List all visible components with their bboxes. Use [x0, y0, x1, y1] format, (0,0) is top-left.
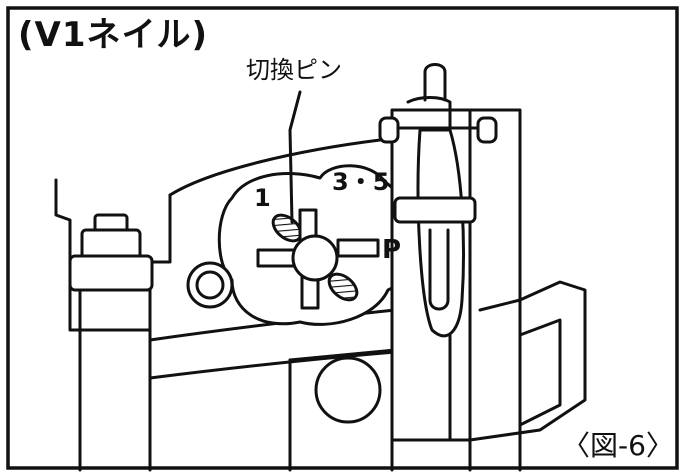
- lever-slot: [416, 128, 465, 338]
- right-wedge: [468, 280, 587, 442]
- dial-label-1: 1: [254, 184, 271, 212]
- figure-border: [6, 6, 679, 470]
- switch-pin-callout: 切換ピン: [246, 56, 342, 84]
- lever-handle: [423, 63, 447, 102]
- dial-label-p: P: [382, 235, 401, 265]
- lower-port: [314, 356, 382, 424]
- callout-leader: [288, 90, 302, 224]
- housing-top-edge: [168, 138, 382, 197]
- figure-number: 〈図-6〉: [562, 429, 674, 462]
- dial-hole-inner: [195, 270, 225, 300]
- lever-crossbar: [393, 196, 477, 224]
- switch-pin: [256, 208, 380, 310]
- left-bracket: [54, 178, 172, 332]
- left-bolt: [68, 213, 154, 292]
- diagram-title: (V1ネイル): [18, 15, 209, 55]
- right-block: [468, 108, 522, 472]
- dial-label-3-5: 3・5: [332, 168, 389, 196]
